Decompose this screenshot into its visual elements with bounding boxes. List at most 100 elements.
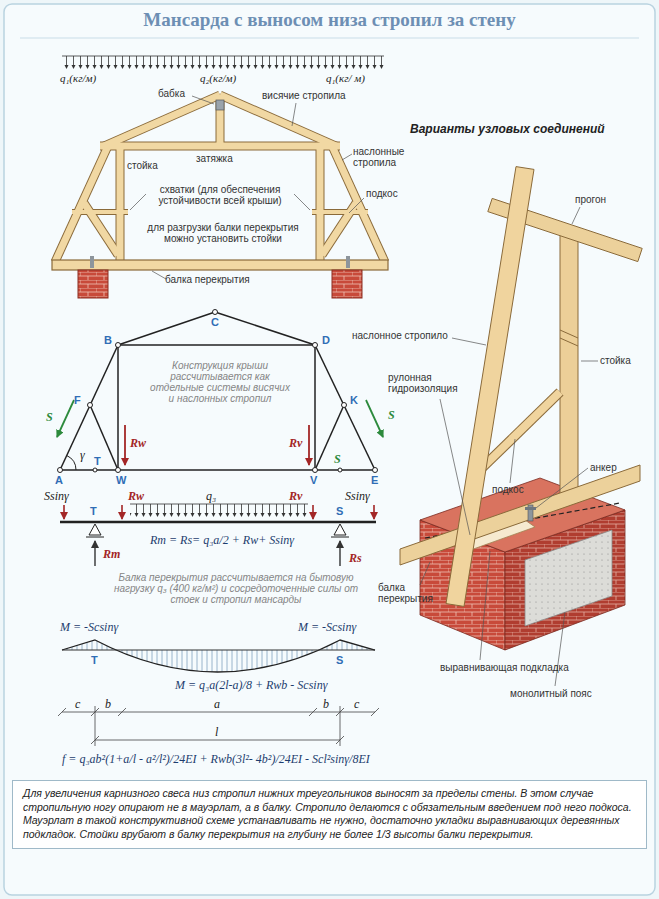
roof-truss <box>152 271 166 279</box>
force-label: Rv <box>289 489 302 504</box>
roof-truss <box>55 146 108 262</box>
part-label: монолитный пояс <box>510 688 592 699</box>
roof-truss <box>292 103 296 126</box>
truss-scheme <box>60 345 118 470</box>
truss-scheme <box>67 456 76 471</box>
joint-illustration <box>480 551 490 660</box>
dimension: c <box>354 697 359 712</box>
truss-scheme <box>58 310 378 473</box>
dimension: l <box>215 725 218 740</box>
part-label: стойка <box>600 355 631 366</box>
force-label: Rv <box>289 436 302 451</box>
point-label: T <box>91 654 98 666</box>
truss-scheme <box>313 343 318 348</box>
dimension-lines <box>118 708 126 716</box>
roof-truss <box>346 256 350 268</box>
beam-scheme <box>331 537 349 538</box>
part-label: прогон <box>575 194 606 205</box>
part-label: выравнивающая подкладка <box>440 662 569 673</box>
truss-scheme <box>313 468 318 473</box>
roof-truss <box>294 194 310 210</box>
point-label: K <box>350 394 358 406</box>
beam-scheme <box>63 505 65 519</box>
note-text: Балка перекрытия рассчитывается на бытов… <box>100 572 372 605</box>
point-label: V <box>310 474 317 486</box>
joint-illustration <box>440 399 470 535</box>
force-label: Rw <box>128 489 144 504</box>
joint-illustration <box>446 167 534 607</box>
roof-truss <box>342 154 352 160</box>
beam-scheme <box>86 537 104 538</box>
panel <box>4 4 655 895</box>
beam-scheme <box>339 541 340 566</box>
joint-illustration <box>510 439 515 483</box>
moment-diagram <box>62 650 375 651</box>
roof-truss <box>104 95 220 146</box>
moment-diagram <box>62 640 375 672</box>
dimension: a <box>214 697 220 712</box>
joint-illustration <box>525 507 536 510</box>
dimension-lines <box>371 708 379 716</box>
roof-truss <box>220 95 336 146</box>
formula: M = -Scsinγ <box>60 620 118 635</box>
truss-scheme <box>338 468 342 472</box>
roof-truss <box>62 56 384 57</box>
roof-truss <box>104 95 220 146</box>
part-label: стойка <box>127 160 158 171</box>
truss-scheme <box>118 312 215 345</box>
truss-scheme <box>315 405 344 470</box>
joint-illustration <box>555 612 565 686</box>
section-heading: Варианты узловых соединений <box>410 122 605 136</box>
force-label: Rт <box>103 547 120 562</box>
formula: M = q₃a(2l-a)/8 + Rwb - Scsinγ <box>175 678 327 693</box>
roof-truss <box>130 194 146 210</box>
joint-illustration <box>581 361 598 362</box>
roof-truss <box>117 146 124 260</box>
roof-truss <box>55 95 385 262</box>
roof-truss <box>317 146 324 260</box>
roof-truss <box>72 210 128 214</box>
caption-text: Для увеличения карнизного свеса низ стро… <box>12 780 647 849</box>
dimension-lines <box>309 708 317 716</box>
beam-scheme <box>60 521 376 524</box>
point-label: S <box>336 654 343 666</box>
part-label: подкос <box>492 484 524 495</box>
point-label: T <box>94 455 101 467</box>
truss-scheme <box>60 469 375 471</box>
beam-scheme <box>312 505 314 519</box>
formula: f = q₃ab²(1+a/l - a²/l²)/24EI + Rwb(3l²-… <box>62 752 370 767</box>
point-label: C <box>211 316 219 328</box>
beam-scheme <box>89 524 101 535</box>
roof-truss <box>130 96 364 279</box>
note-text: Конструкция крыши рассчитывается как отд… <box>150 360 290 404</box>
point-label: W <box>116 474 126 486</box>
part-label: подкос <box>366 188 398 199</box>
part-label: наслонное стропило <box>352 330 448 341</box>
roof-truss <box>312 210 368 214</box>
point-label: A <box>55 474 63 486</box>
title-text: Мансарда с выносом низа стропил за стену <box>0 9 659 31</box>
joint-illustration <box>560 338 578 346</box>
part-label: затяжка <box>196 153 233 164</box>
truss-scheme <box>308 425 310 465</box>
truss-scheme <box>57 400 74 437</box>
truss-scheme <box>116 468 121 473</box>
truss-scheme <box>117 345 119 470</box>
joint-illustration <box>560 228 578 500</box>
part-label: балка перекрытия <box>378 582 436 604</box>
force-label: Ssinγ <box>44 489 69 504</box>
beam-scheme <box>334 524 346 535</box>
dimension: b <box>323 697 329 712</box>
part-label: схватки (для обеспечения устойчивости вс… <box>145 184 295 206</box>
beam-scheme <box>130 504 308 518</box>
truss-scheme <box>314 345 316 470</box>
truss-scheme <box>60 312 375 470</box>
point-label: B <box>104 334 112 346</box>
force-label: Rs <box>349 551 362 566</box>
load-label: q₂(кг/м) <box>200 72 236 84</box>
force-label: Rw <box>130 436 146 451</box>
roof-truss <box>55 146 108 262</box>
truss-scheme <box>215 312 315 345</box>
dimension-lines <box>62 712 375 713</box>
load-label: q₃ <box>206 489 216 504</box>
